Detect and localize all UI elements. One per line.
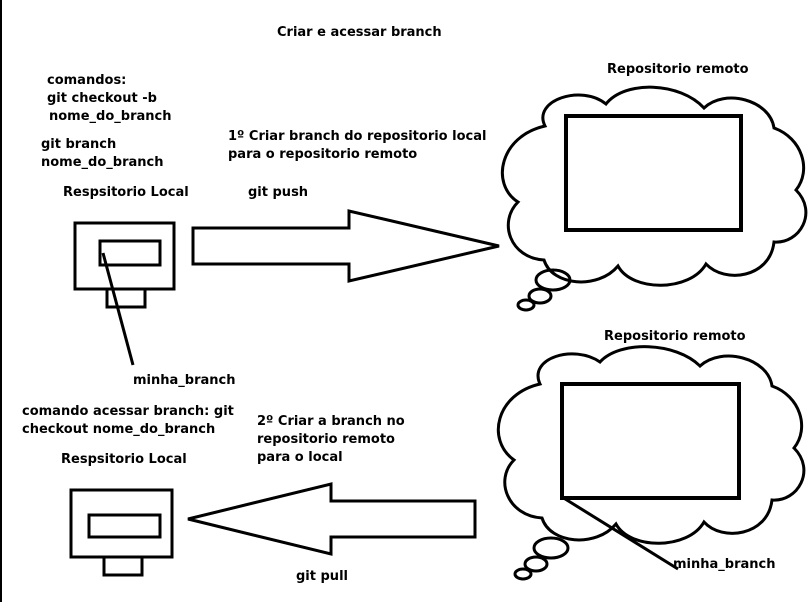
top-remote-cloud xyxy=(501,85,808,287)
top-remote-repo-label: Repositorio remoto xyxy=(607,62,749,77)
top-cloud-puff-large xyxy=(534,268,572,292)
top-step-text: 1º Criar branch do repositorio local par… xyxy=(228,128,486,164)
bottom-branch-label: minha_branch xyxy=(673,557,776,572)
command-git-branch-line: git branch xyxy=(41,137,117,152)
top-branch-pointer-line xyxy=(101,252,135,366)
git-push-label: git push xyxy=(248,185,309,200)
bottom-pull-arrow xyxy=(187,482,477,556)
top-cloud-puff-small xyxy=(516,298,536,312)
bottom-cloud-puff-medium xyxy=(523,555,549,573)
git-pull-label: git pull xyxy=(296,569,348,584)
command-branch-name-line: nome_do_branch xyxy=(49,109,172,124)
top-step-line-2: para o repositorio remoto xyxy=(228,147,418,162)
command-git-branch-name-line: nome_do_branch xyxy=(41,155,164,170)
top-push-arrow xyxy=(191,209,500,283)
bottom-step-line-2: repositorio remoto xyxy=(257,432,395,447)
top-git-branch-block: git branch nome_do_branch xyxy=(41,136,164,172)
command-checkout-line: git checkout -b xyxy=(47,91,157,106)
top-local-computer-icon xyxy=(73,221,176,309)
bottom-local-repo-label: Respsitorio Local xyxy=(61,452,187,467)
bottom-step-text: 2º Criar a branch no repositorio remoto … xyxy=(257,413,405,467)
commands-heading: comandos: xyxy=(47,73,127,88)
bottom-access-command-text: comando acessar branch: git checkout nom… xyxy=(22,403,234,439)
bottom-cloud-puff-large xyxy=(532,536,570,560)
top-step-line-1: 1º Criar branch do repositorio local xyxy=(228,129,487,144)
top-remote-window xyxy=(564,114,743,232)
bottom-branch-pointer-line xyxy=(561,495,679,571)
bottom-remote-repo-label: Repositorio remoto xyxy=(604,329,746,344)
top-cloud-puff-medium xyxy=(527,287,553,305)
access-command-line-1: comando acessar branch: git xyxy=(22,404,234,419)
access-command-line-2: checkout nome_do_branch xyxy=(22,422,216,437)
bottom-remote-cloud xyxy=(497,345,806,545)
bottom-remote-window xyxy=(560,382,741,500)
bottom-step-line-3: para o local xyxy=(257,450,343,465)
top-local-repo-label: Respsitorio Local xyxy=(63,185,189,200)
diagram-title: Criar e acessar branch xyxy=(277,25,442,40)
top-commands-block: comandos: git checkout -b nome_do_branch xyxy=(47,72,172,126)
bottom-local-computer-icon xyxy=(69,488,174,577)
top-branch-label: minha_branch xyxy=(133,373,236,388)
bottom-step-line-1: 2º Criar a branch no xyxy=(257,414,405,429)
bottom-cloud-puff-small xyxy=(513,567,533,581)
